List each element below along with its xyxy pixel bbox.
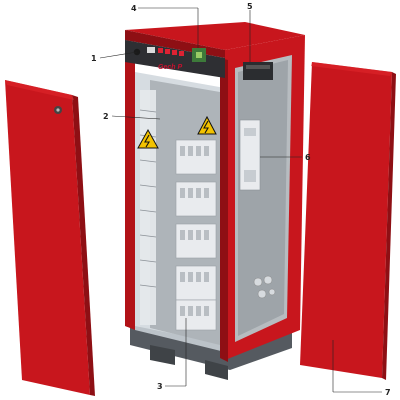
callout-1: 1 [91, 54, 97, 63]
callout-2: 2 [103, 112, 109, 121]
callout-7: 7 [385, 388, 391, 397]
cable-glands [253, 275, 276, 299]
top-cable-entry [243, 62, 273, 80]
callout-3: 3 [157, 382, 163, 391]
brand-logo: Gech P [158, 64, 182, 71]
breaker-rack [175, 139, 217, 331]
control-panel: Gech P [125, 40, 225, 78]
high-voltage-warning-icon [197, 115, 217, 135]
callout-4: 4 [131, 4, 137, 13]
high-voltage-warning-icon [137, 128, 159, 149]
callout-leaders [99, 7, 382, 393]
side-mounted-device [239, 119, 261, 191]
right-side-door [300, 62, 396, 380]
wiring-column [139, 90, 157, 325]
callout-5: 5 [247, 2, 253, 11]
left-side-door [5, 80, 95, 396]
lock-icon [54, 106, 62, 114]
callout-6: 6 [305, 153, 311, 162]
